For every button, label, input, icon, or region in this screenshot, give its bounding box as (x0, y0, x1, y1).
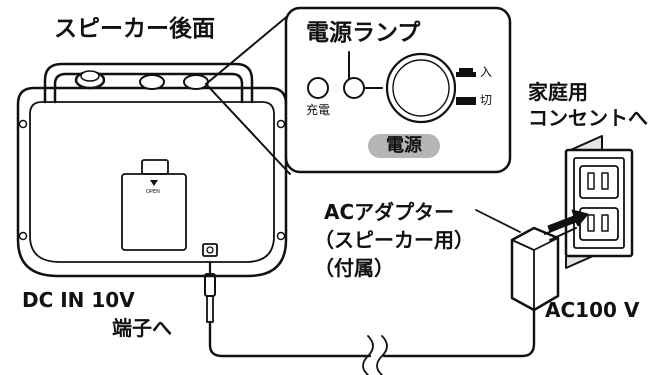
on-label: 入 (480, 65, 493, 79)
open-label: OPEN (146, 189, 160, 195)
outlet-label-line1: 家庭用 (528, 80, 588, 104)
wall-outlet (564, 135, 634, 269)
power-lamp-label: 電源ランプ (306, 20, 421, 46)
outlet-label-line2: コンセントへ (528, 106, 648, 130)
dc-in-label-line1: DC IN 10V (22, 288, 135, 312)
power-button-label: 電源 (368, 134, 440, 158)
charge-label: 充電 (306, 103, 331, 117)
off-label: 切 (480, 93, 493, 107)
adapter-label-line3: （付属） (314, 256, 394, 280)
speaker-body (16, 62, 288, 278)
adapter-label-line1: ACアダプター (324, 200, 455, 224)
speaker-rear-label: スピーカー後面 (54, 16, 215, 42)
adapter-cable (204, 260, 536, 375)
ac100-label: AC100 V (545, 298, 640, 322)
adapter-label-line2: （スピーカー用） (314, 228, 474, 252)
power-panel-zoom (205, 6, 512, 175)
dc-in-label-line2: 端子へ (112, 316, 172, 340)
